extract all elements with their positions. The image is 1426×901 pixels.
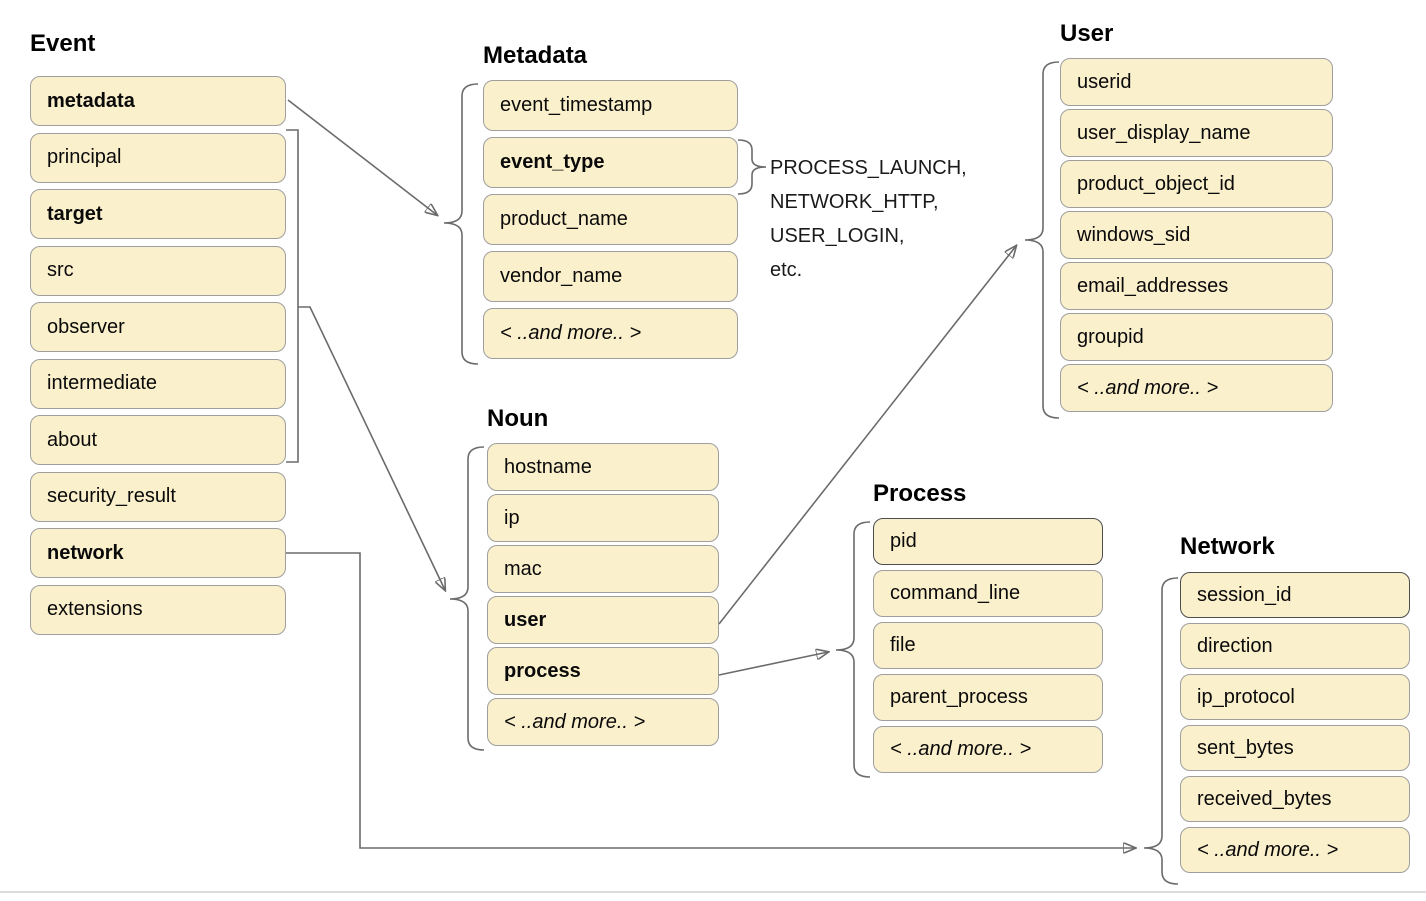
field-sent-bytes: sent_bytes	[1180, 725, 1410, 771]
noun-group-title: Noun	[487, 405, 549, 432]
user-brace	[1024, 61, 1060, 419]
annotation-line-1: PROCESS_LAUNCH,	[770, 157, 967, 179]
page-divider	[0, 891, 1426, 893]
field-user: user	[487, 596, 719, 644]
field-command-line: command_line	[873, 570, 1103, 617]
field-noun-and-more: < ..and more.. >	[487, 698, 719, 746]
noun-brace	[449, 446, 485, 751]
metadata-arrow	[287, 99, 437, 215]
network-group-title: Network	[1180, 533, 1275, 560]
metadata-brace	[443, 83, 479, 365]
field-principal: principal	[30, 132, 286, 183]
noun-arrow	[298, 306, 445, 590]
field-intermediate: intermediate	[30, 358, 286, 409]
field-network: network	[30, 528, 286, 578]
annotation-line-3: USER_LOGIN,	[770, 225, 905, 247]
process-group: Process pid command_line file parent_pro…	[873, 480, 1103, 773]
field-email-addresses: email_addresses	[1060, 262, 1333, 310]
field-hostname: hostname	[487, 443, 719, 491]
field-network-and-more: < ..and more.. >	[1180, 827, 1410, 873]
field-groupid: groupid	[1060, 313, 1333, 361]
metadata-field-list: event_timestamp event_type product_name …	[483, 80, 738, 359]
field-mac: mac	[487, 545, 719, 593]
field-extensions: extensions	[30, 584, 286, 635]
user-field-list: userid user_display_name product_object_…	[1060, 58, 1333, 412]
field-observer: observer	[30, 302, 286, 352]
field-parent-process: parent_process	[873, 674, 1103, 721]
field-ip: ip	[487, 494, 719, 542]
field-file: file	[873, 622, 1103, 669]
event-field-list: metadata principal target src observer i…	[30, 76, 286, 635]
annotation-line-2: NETWORK_HTTP,	[770, 191, 939, 213]
event-nouns-bracket	[286, 129, 299, 463]
field-product-object-id: product_object_id	[1060, 160, 1333, 208]
metadata-group: Metadata event_timestamp event_type prod…	[483, 42, 738, 359]
field-vendor-name: vendor_name	[483, 251, 738, 302]
event-group: Event metadata principal target src obse…	[30, 30, 286, 635]
field-user-and-more: < ..and more.. >	[1060, 364, 1333, 412]
process-brace	[835, 521, 871, 778]
event-type-brace	[737, 139, 767, 195]
user-group: User userid user_display_name product_ob…	[1060, 20, 1333, 412]
field-process: process	[487, 647, 719, 695]
network-field-list: session_id direction ip_protocol sent_by…	[1180, 572, 1410, 873]
field-session-id: session_id	[1180, 572, 1410, 618]
process-arrow	[718, 652, 828, 676]
field-metadata: metadata	[30, 76, 286, 126]
field-target: target	[30, 189, 286, 239]
event-type-values-annotation: PROCESS_LAUNCH, NETWORK_HTTP, USER_LOGIN…	[770, 151, 967, 287]
field-userid: userid	[1060, 58, 1333, 106]
field-ip-protocol: ip_protocol	[1180, 674, 1410, 720]
user-group-title: User	[1060, 20, 1114, 47]
field-pid: pid	[873, 518, 1103, 565]
process-field-list: pid command_line file parent_process < .…	[873, 518, 1103, 773]
metadata-group-title: Metadata	[483, 42, 588, 69]
event-group-title: Event	[30, 30, 96, 57]
noun-field-list: hostname ip mac user process < ..and mor…	[487, 443, 719, 746]
field-user-display-name: user_display_name	[1060, 109, 1333, 157]
network-brace	[1143, 577, 1179, 885]
field-event-timestamp: event_timestamp	[483, 80, 738, 131]
field-process-and-more: < ..and more.. >	[873, 726, 1103, 773]
network-group: Network session_id direction ip_protocol…	[1180, 533, 1410, 873]
field-about: about	[30, 415, 286, 465]
annotation-line-4: etc.	[770, 259, 803, 281]
field-direction: direction	[1180, 623, 1410, 669]
field-windows-sid: windows_sid	[1060, 211, 1333, 259]
field-event-type: event_type	[483, 137, 738, 188]
process-group-title: Process	[873, 480, 967, 507]
noun-group: Noun hostname ip mac user process < ..an…	[487, 405, 719, 746]
field-security-result: security_result	[30, 471, 286, 522]
field-product-name: product_name	[483, 194, 738, 245]
field-src: src	[30, 245, 286, 296]
field-received-bytes: received_bytes	[1180, 776, 1410, 822]
field-metadata-and-more: < ..and more.. >	[483, 308, 738, 359]
